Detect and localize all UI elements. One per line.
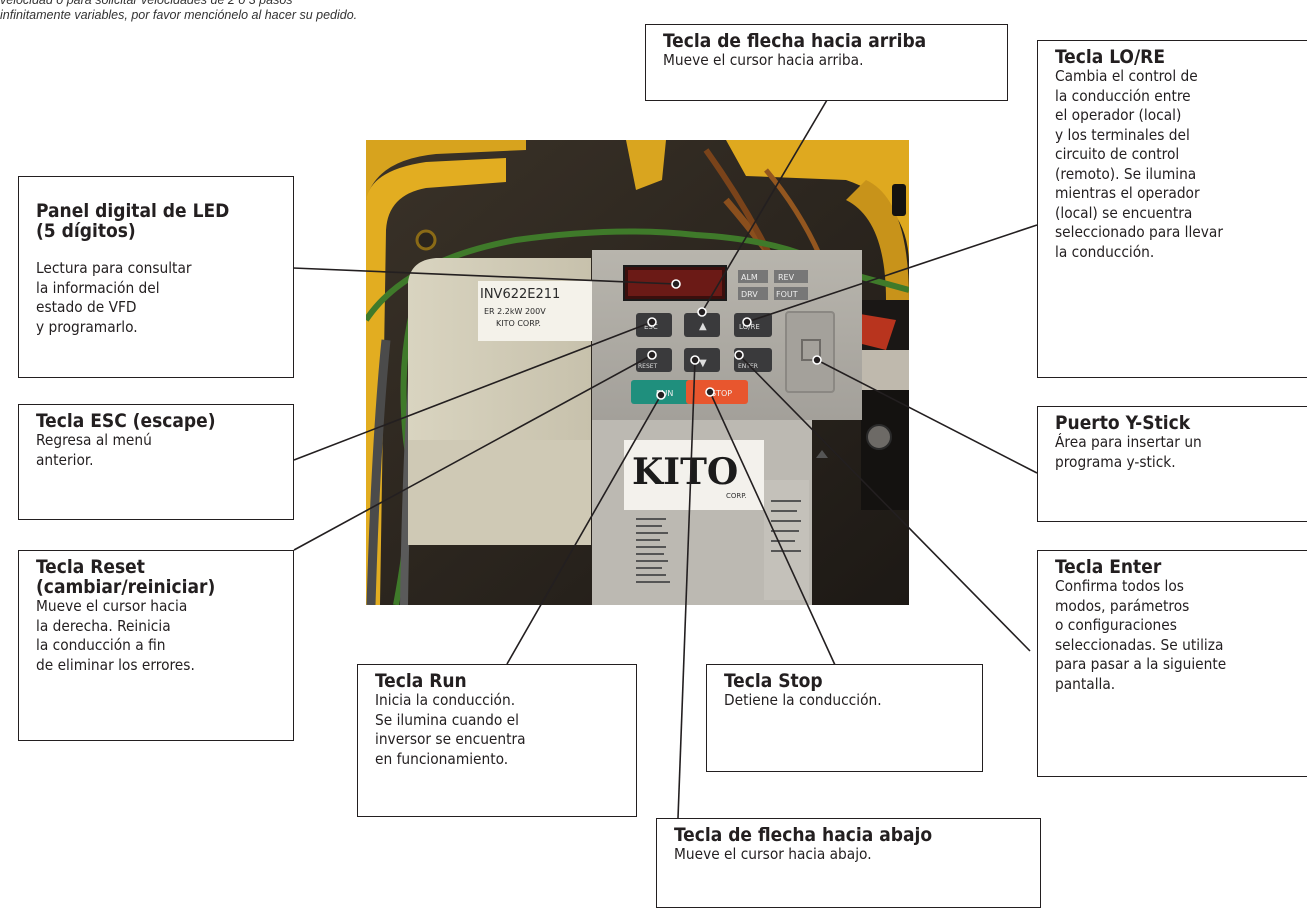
callout-title: Tecla ESC (escape): [36, 410, 216, 432]
intro-text: velocidad o para solicitar velocidades d…: [0, 0, 560, 23]
reset-key-label: RESET: [638, 363, 658, 370]
callout-desc: Mueve el cursor hacia abajo.: [674, 845, 872, 863]
callout-desc: Regresa al menú anterior.: [36, 431, 152, 469]
drv-label: DRV: [741, 290, 758, 299]
kito-sub: CORP.: [726, 492, 747, 500]
run-key-label: RUN: [656, 389, 673, 398]
fout-label: FOUT: [776, 290, 798, 299]
callout-title: Tecla LO/RE: [1055, 46, 1166, 68]
callout-run-key: Tecla Run Inicia la conducción. Se ilumi…: [357, 664, 637, 817]
callout-title: Tecla Stop: [724, 670, 823, 692]
up-arrow-icon: ▲: [699, 321, 707, 332]
callout-desc: Confirma todos los modos, parámetros o c…: [1055, 577, 1227, 693]
callout-title: Panel digital de LED (5 dígitos): [36, 200, 230, 242]
esc-key-label: ESC: [644, 323, 658, 331]
callout-title: Tecla de flecha hacia arriba: [663, 30, 927, 52]
callout-desc: Mueve el cursor hacia arriba.: [663, 51, 864, 69]
callout-ystick-port: Puerto Y-Stick Área para insertar un pro…: [1037, 406, 1307, 522]
callout-esc-key: Tecla ESC (escape) Regresa al menú anter…: [18, 404, 294, 520]
intro-line-2: infinitamente variables, por favor menci…: [0, 8, 358, 22]
maker-label: KITO CORP.: [496, 319, 541, 328]
callout-desc: Área para insertar un programa y-stick.: [1055, 433, 1202, 471]
callout-desc: Mueve el cursor hacia la derecha. Reinic…: [36, 597, 195, 674]
rev-label: REV: [778, 273, 795, 282]
callout-stop-key: Tecla Stop Detiene la conducción.: [706, 664, 983, 772]
callout-up-arrow-key: Tecla de flecha hacia arriba Mueve el cu…: [645, 24, 1008, 101]
callout-title: Tecla Run: [375, 670, 467, 692]
alm-label: ALM: [741, 273, 758, 282]
callout-enter-key: Tecla Enter Confirma todos los modos, pa…: [1037, 550, 1307, 777]
callout-led-panel: Panel digital de LED (5 dígitos) Lectura…: [18, 176, 294, 378]
up-arrow-key[interactable]: [684, 313, 720, 337]
intro-line-1: velocidad o para solicitar velocidades d…: [0, 0, 293, 7]
callout-title: Puerto Y-Stick: [1055, 412, 1191, 434]
callout-desc: Detiene la conducción.: [724, 691, 882, 709]
enter-key-label: ENTER: [738, 363, 758, 370]
kito-logo: KITO: [632, 451, 738, 493]
ystick-port[interactable]: [785, 311, 835, 393]
callout-title: Tecla Enter: [1055, 556, 1162, 578]
callout-title: Tecla de flecha hacia abajo: [674, 824, 933, 846]
down-arrow-icon: ▼: [699, 358, 707, 369]
callout-desc: Inicia la conducción. Se ilumina cuando …: [375, 691, 526, 768]
model-label: INV622E211: [480, 287, 560, 302]
callout-down-arrow-key: Tecla de flecha hacia abajo Mueve el cur…: [656, 818, 1041, 908]
rating-label: ER 2.2kW 200V: [484, 307, 546, 316]
callout-desc: Lectura para consultar la información de…: [36, 259, 192, 336]
stop-key-label: STOP: [711, 389, 732, 398]
callout-title: Tecla Reset (cambiar/reiniciar): [36, 556, 216, 598]
callout-lore-key: Tecla LO/RE Cambia el control de la cond…: [1037, 40, 1307, 378]
callout-desc: Cambia el control de la conducción entre…: [1055, 67, 1223, 261]
vfd-panel-photo: INV622E211 ER 2.2kW 200V KITO CORP. ALM …: [366, 140, 909, 605]
callout-reset-key: Tecla Reset (cambiar/reiniciar) Mueve el…: [18, 550, 294, 741]
lore-key-label: LO/RE: [739, 323, 760, 331]
